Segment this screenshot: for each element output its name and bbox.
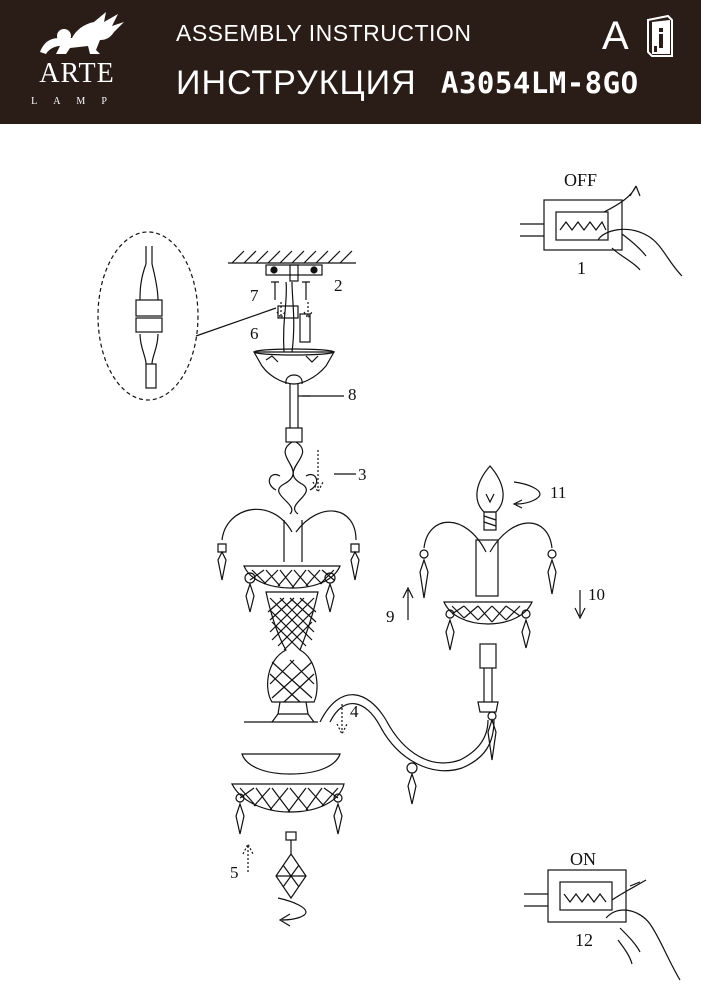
switch-off-state-label: OFF	[564, 170, 598, 190]
mounting-bracket	[265, 264, 323, 282]
step-3-label: 3	[358, 465, 367, 484]
step-9-label: 9	[386, 607, 395, 626]
arrow-step-11	[512, 481, 541, 509]
arrow-step-10	[574, 590, 586, 620]
arrow-step-4	[336, 704, 348, 736]
switch-off-illustration	[520, 185, 683, 277]
step-8-label: 8	[348, 385, 357, 404]
step-7-label: 7	[250, 286, 259, 305]
wires-terminal	[277, 281, 311, 353]
switch-on-state-label: ON	[570, 849, 596, 869]
header-bar: ARTE LAMP ASSEMBLY INSTRUCTION ИНСТРУКЦИ…	[0, 0, 701, 124]
candle-bulb	[476, 465, 504, 531]
step-1-label: 1	[577, 258, 586, 278]
brand-subtitle: LAMP	[31, 96, 123, 107]
step-2-label: 2	[334, 276, 343, 295]
step-6-label: 6	[250, 324, 259, 343]
arrow-twist	[277, 897, 307, 927]
model-number: A3054LM-8GO	[441, 66, 639, 100]
arrow-step-3	[312, 450, 324, 494]
arrow-step-9	[402, 586, 414, 620]
step-12-label: 12	[575, 930, 593, 950]
info-book-icon	[647, 14, 673, 57]
bottom-crystal	[275, 831, 307, 900]
crystals-upper	[217, 543, 360, 581]
arrow-step-5	[242, 842, 254, 872]
brand-name: ARTE	[39, 58, 115, 89]
language-letter: A	[602, 14, 629, 58]
step-10-label: 10	[588, 585, 605, 604]
socket-assembly	[475, 539, 499, 713]
hanging-rod	[285, 384, 310, 443]
vase-body	[244, 591, 319, 723]
title-russian: ИНСТРУКЦИЯ	[176, 64, 417, 102]
winged-lion-icon	[40, 12, 124, 54]
step-4-label: 4	[350, 702, 359, 721]
step-5-label: 5	[230, 863, 239, 882]
twisted-decoration	[268, 441, 318, 515]
lower-dish	[231, 753, 345, 835]
canopy	[252, 348, 336, 385]
right-bowl	[443, 601, 533, 651]
ceiling-hatch	[228, 250, 356, 264]
mounting-screws	[271, 281, 313, 320]
assembly-diagram	[97, 185, 683, 981]
terminal-detail-bubble	[97, 231, 199, 401]
right-arms	[419, 521, 557, 599]
step-11-label: 11	[550, 483, 567, 502]
curved-arm	[319, 694, 497, 805]
upper-arms	[221, 508, 357, 562]
title-english: ASSEMBLY INSTRUCTION	[176, 20, 472, 46]
switch-on-illustration	[524, 869, 681, 981]
upper-bowl	[243, 565, 341, 613]
